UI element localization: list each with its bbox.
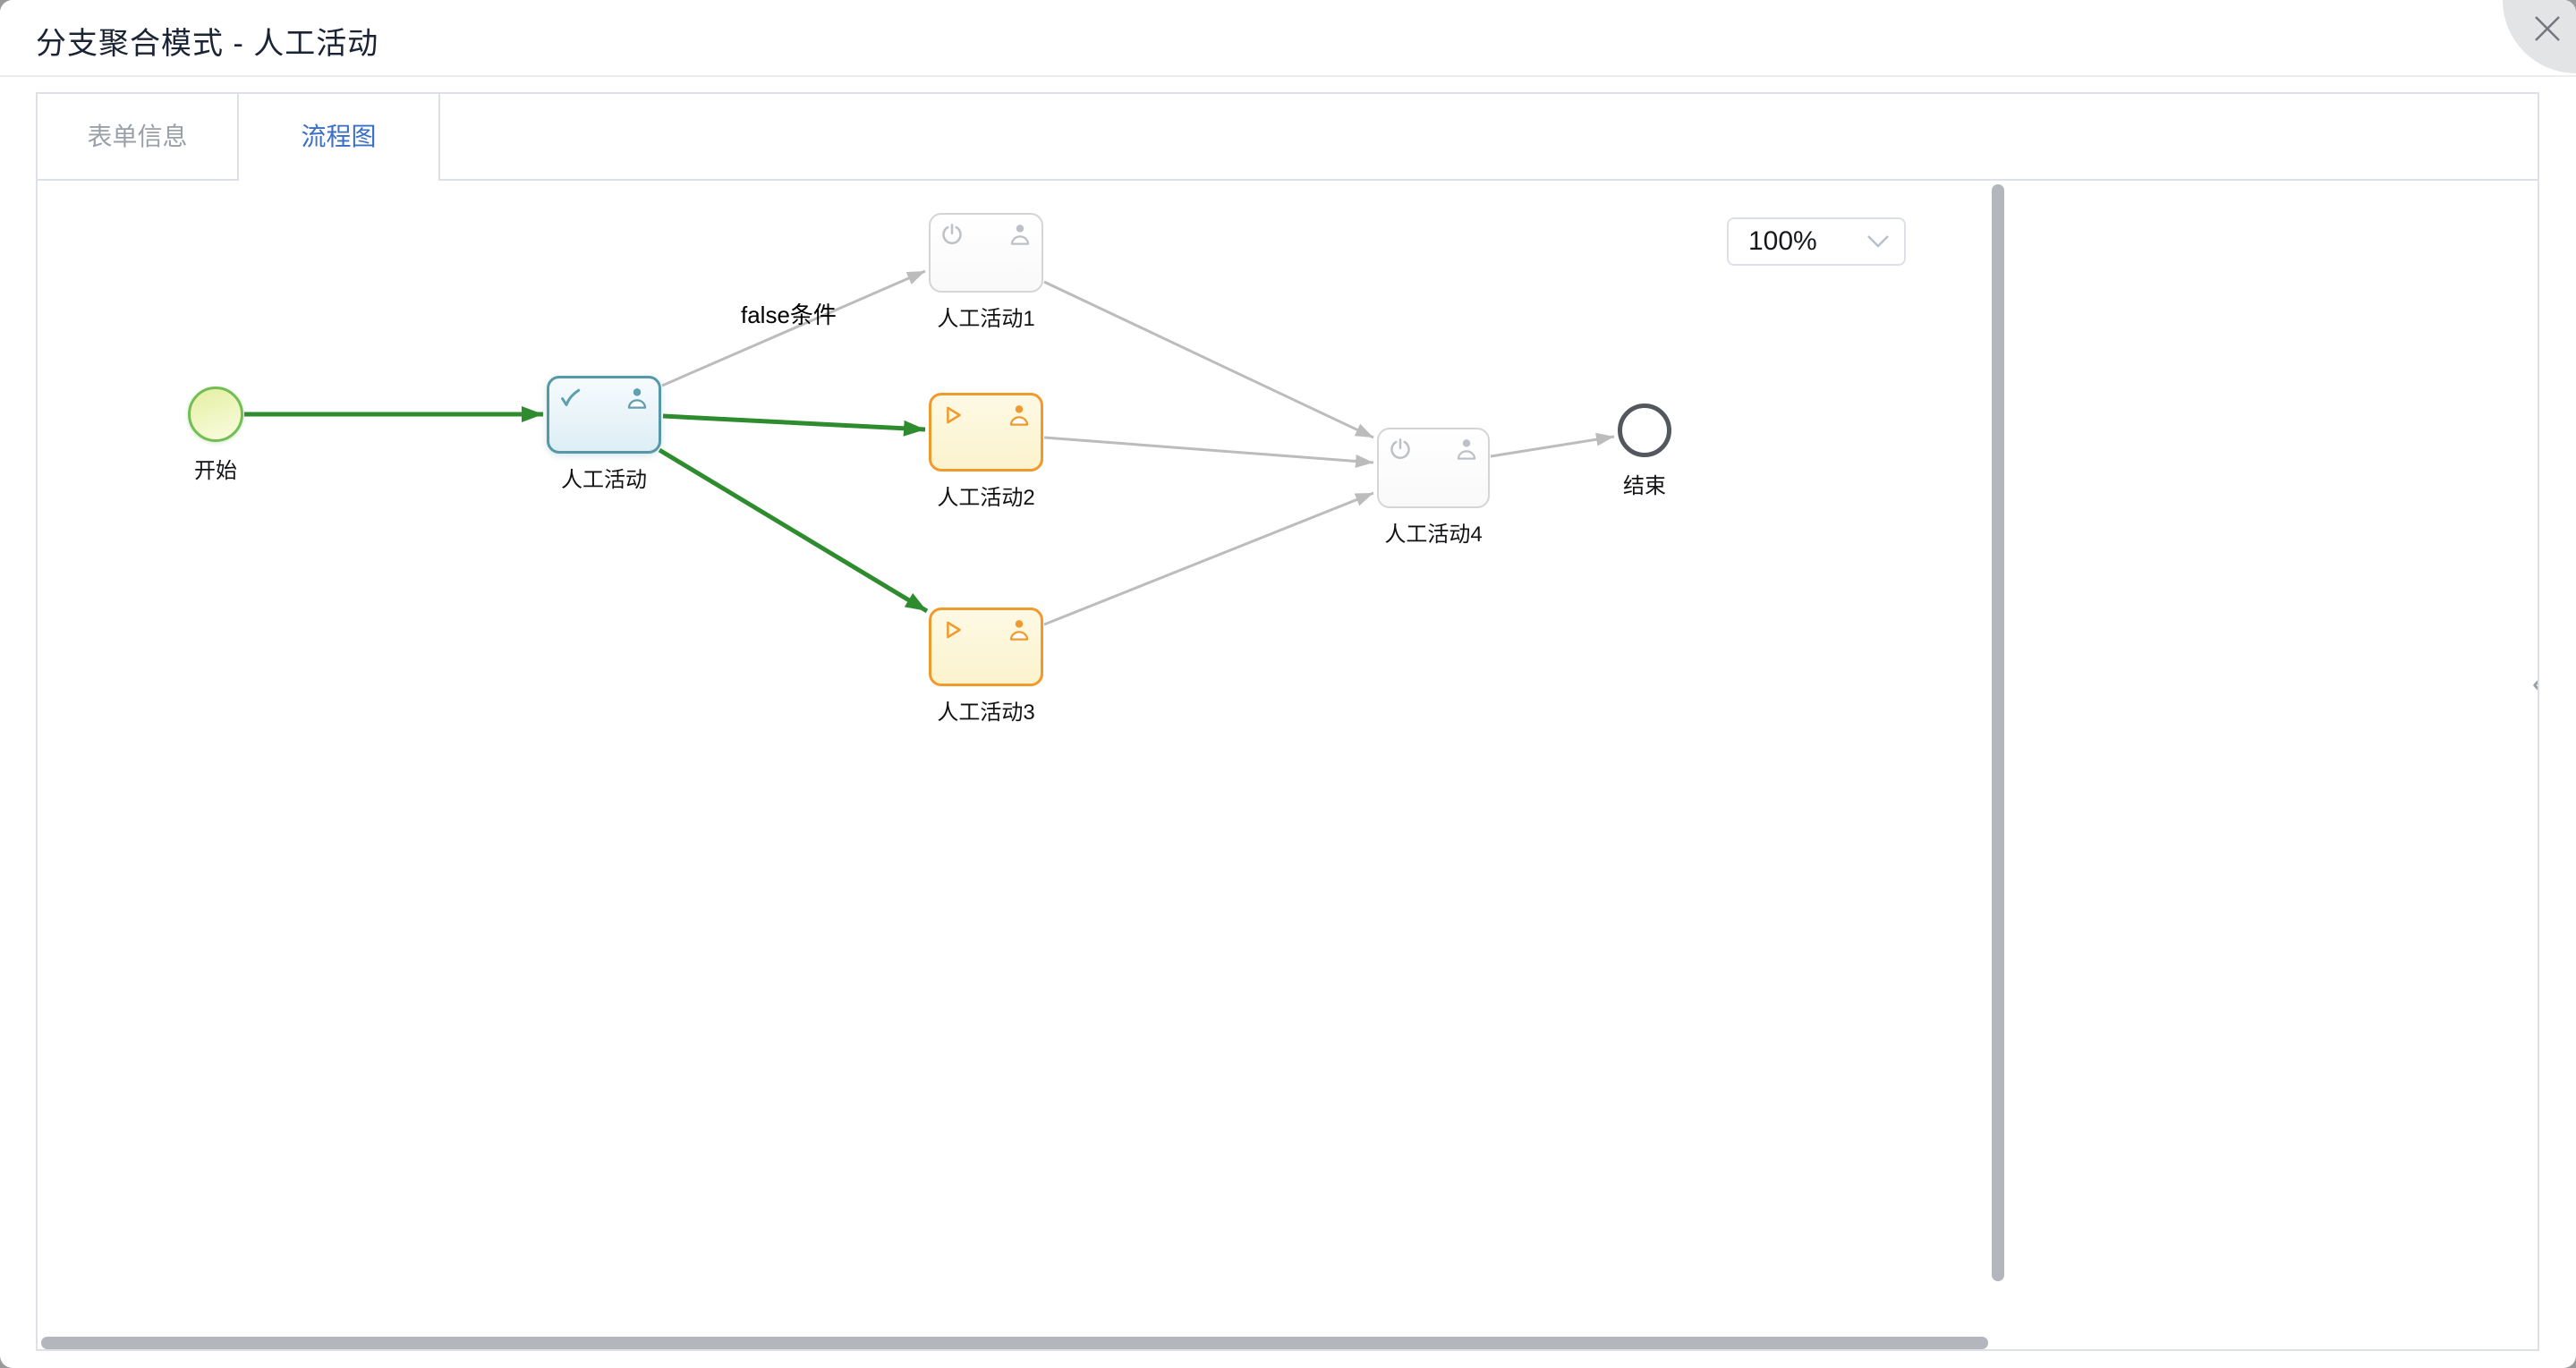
node-label-task3: 人工活动3 — [937, 701, 1035, 725]
flowchart-canvas: false条件开始 人工活动 人工活动1 人工活动2 人工活动3 人工活动4 结束 100%… — [38, 181, 2538, 1351]
user-icon — [624, 385, 650, 412]
close-icon — [2535, 16, 2560, 41]
node-label-task4: 人工活动4 — [1384, 523, 1483, 547]
node-label-start: 开始 — [194, 459, 237, 483]
flow-edge-task0-task3 — [658, 447, 929, 614]
flow-node-task0[interactable] — [547, 376, 661, 454]
page-title: 分支聚合模式 - 人工活动 — [36, 27, 379, 61]
flow-edge-task0-task1 — [661, 269, 926, 387]
power-icon — [1387, 436, 1414, 463]
collapse-panel-toggle[interactable]: « — [2532, 664, 2538, 701]
power-icon — [939, 221, 965, 248]
user-icon — [1006, 402, 1033, 429]
check-icon — [557, 385, 584, 412]
vertical-scrollbar[interactable] — [1992, 184, 2004, 1281]
flow-node-task2[interactable] — [929, 393, 1043, 472]
node-label-task0: 人工活动 — [561, 468, 647, 492]
zoom-value: 100% — [1748, 226, 1817, 256]
tab-flowchart[interactable]: 流程图 — [239, 94, 440, 181]
flow-node-end[interactable] — [1618, 404, 1671, 457]
chevron-down-icon — [1867, 235, 1889, 248]
flow-edge-task0-task2 — [662, 413, 926, 437]
node-label-end: 结束 — [1623, 474, 1666, 498]
tab-form-info[interactable]: 表单信息 — [38, 94, 239, 179]
node-label-task2: 人工活动2 — [937, 486, 1035, 510]
flow-edge-task2-task4 — [1043, 436, 1374, 468]
flow-edge-task3-task4 — [1043, 491, 1374, 626]
flow-node-start[interactable] — [188, 387, 243, 442]
flow-node-task3[interactable] — [929, 608, 1043, 686]
play-icon — [939, 616, 966, 643]
flow-node-task4[interactable] — [1377, 428, 1490, 508]
flow-edge-task4-end — [1490, 432, 1615, 458]
play-icon — [939, 402, 966, 429]
flow-edge-task1-task4 — [1043, 280, 1374, 439]
flow-edges-layer — [244, 269, 1615, 626]
zoom-select[interactable]: 100% — [1727, 217, 1906, 266]
user-icon — [1453, 436, 1480, 463]
title-bar: 分支聚合模式 - 人工活动 — [0, 0, 2576, 77]
horizontal-scrollbar[interactable] — [41, 1337, 1988, 1349]
tab-header: 表单信息 流程图 — [38, 94, 2538, 181]
edge-condition-label: false条件 — [741, 302, 837, 328]
tabs-card: 表单信息 流程图 false条件开始 人工活动 人工活动1 人工活动2 人工活动3 人工活… — [36, 92, 2539, 1351]
flow-node-task1[interactable] — [929, 213, 1043, 293]
node-label-task1: 人工活动1 — [937, 307, 1035, 331]
user-icon — [1006, 616, 1033, 643]
user-icon — [1007, 221, 1033, 248]
